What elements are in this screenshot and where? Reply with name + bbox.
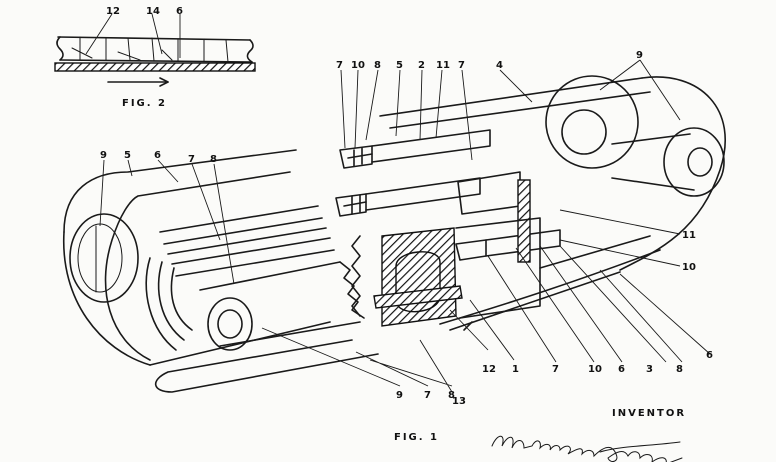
fig1-label-7: 7 xyxy=(188,154,195,165)
fig1-label-1: 1 xyxy=(512,364,519,375)
fig1-label-7: 7 xyxy=(552,364,559,375)
fig1-label-4: 4 xyxy=(496,60,503,71)
fig1-label-9: 9 xyxy=(100,150,107,161)
fig1-label-6: 6 xyxy=(618,364,625,375)
fig1-caption: FIG. 1 xyxy=(394,432,439,443)
fig1-label-5: 5 xyxy=(396,60,403,71)
fig1-label-11: 11 xyxy=(682,230,696,241)
fig1-right-track-section xyxy=(335,75,726,331)
fig1-label-2: 2 xyxy=(418,60,425,71)
inventor-signature xyxy=(491,435,683,462)
fig1-label-10: 10 xyxy=(682,262,696,273)
fig1-label-8: 8 xyxy=(676,364,683,375)
fig1-left-track-section xyxy=(63,149,379,393)
inventor-heading: INVENTOR xyxy=(612,408,686,419)
fig1-label-7: 7 xyxy=(336,60,343,71)
fig2-label-6: 6 xyxy=(176,6,183,17)
fig2-caption: FIG. 2 xyxy=(122,98,167,109)
fig1-label-10: 10 xyxy=(351,60,365,71)
fig1-label-12: 12 xyxy=(482,364,496,375)
fig1-leader-lines xyxy=(99,59,711,393)
fig1-label-8: 8 xyxy=(448,390,455,401)
fig1-label-3: 3 xyxy=(646,364,653,375)
fig2-label-14: 14 xyxy=(146,6,160,17)
fig1-label-8: 8 xyxy=(210,154,217,165)
fig1-label-6: 6 xyxy=(154,150,161,161)
fig1-label-7: 7 xyxy=(458,60,465,71)
base-plate xyxy=(373,285,463,309)
fig1-label-7: 7 xyxy=(424,390,431,401)
fig1-label-10: 10 xyxy=(588,364,602,375)
fig1-label-13: 13 xyxy=(452,396,466,407)
fig1-label-5: 5 xyxy=(124,150,131,161)
fig1-label-9: 9 xyxy=(396,390,403,401)
frame-cross-section xyxy=(381,227,457,327)
fig2-detail xyxy=(54,13,256,87)
fig2-label-12: 12 xyxy=(106,6,120,17)
fig1-label-6: 6 xyxy=(706,350,713,361)
fig1-label-11: 11 xyxy=(436,60,450,71)
fig2-base-strip xyxy=(54,62,256,72)
fig1-label-9: 9 xyxy=(636,50,643,61)
fig1-label-8: 8 xyxy=(374,60,381,71)
